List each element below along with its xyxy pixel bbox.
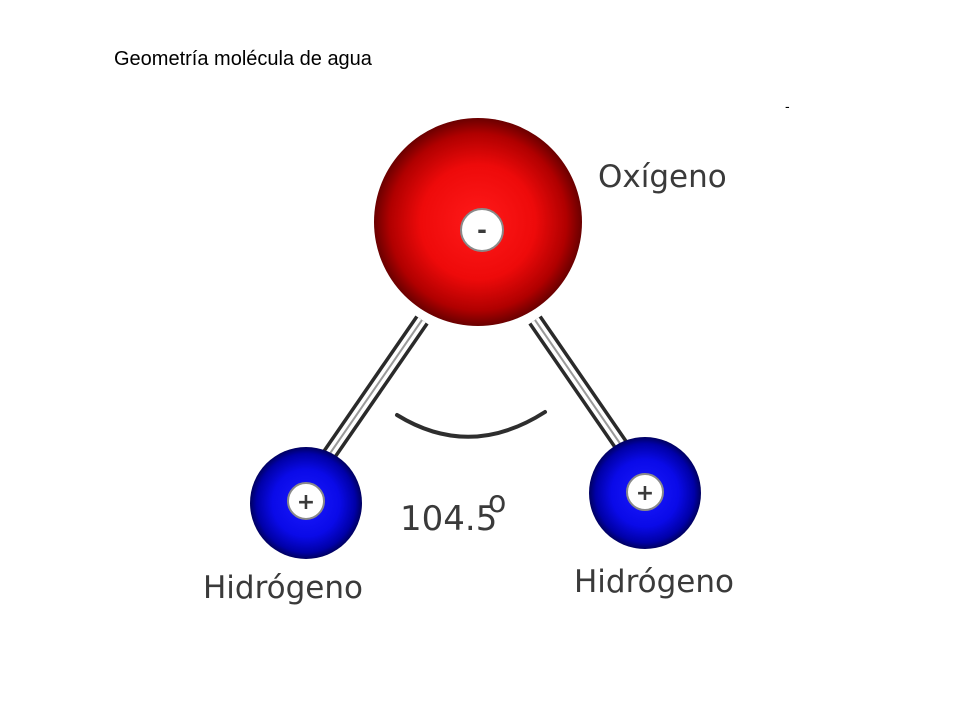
bond-left	[315, 315, 429, 470]
slide-title: Geometría molécula de agua	[114, 48, 372, 70]
hydrogen-left-charge-badge	[287, 482, 325, 520]
oxygen-charge-badge	[460, 208, 504, 252]
hydrogen-left-charge: +	[297, 490, 315, 515]
oxygen-charge: -	[477, 216, 487, 244]
bond-angle-degree: o	[488, 485, 506, 520]
hydrogen-atom-right: +	[589, 437, 701, 549]
hydrogen-atom-left: +	[250, 447, 362, 559]
hydrogen-right-charge-badge	[626, 473, 664, 511]
oxygen-label: Oxígeno	[598, 159, 727, 195]
bond-angle-value: 104.5	[400, 499, 497, 539]
bond-angle-arc	[395, 410, 547, 439]
hydrogen-right-charge: +	[636, 481, 654, 506]
oxygen-atom: -	[374, 118, 582, 326]
bond-right	[528, 315, 637, 463]
stray-mark: -	[785, 98, 790, 114]
hydrogen-left-label: Hidrógeno	[203, 570, 363, 606]
hydrogen-right-label: Hidrógeno	[574, 564, 734, 600]
